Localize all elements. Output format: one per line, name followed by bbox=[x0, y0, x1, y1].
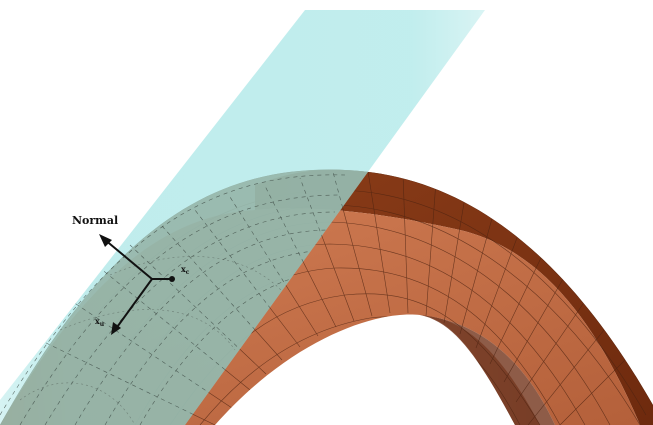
vector-arrows bbox=[99, 234, 175, 335]
xc-label: xc bbox=[181, 264, 190, 276]
normal-label: Normal bbox=[72, 214, 118, 227]
xc-tip bbox=[169, 276, 175, 282]
xu-vector bbox=[114, 278, 153, 331]
xu-label: xu bbox=[95, 316, 105, 328]
arch-inner-band bbox=[420, 315, 555, 425]
normal-vector bbox=[103, 238, 153, 280]
normal-arrowhead bbox=[99, 234, 112, 247]
xu-arrowhead bbox=[111, 322, 121, 335]
